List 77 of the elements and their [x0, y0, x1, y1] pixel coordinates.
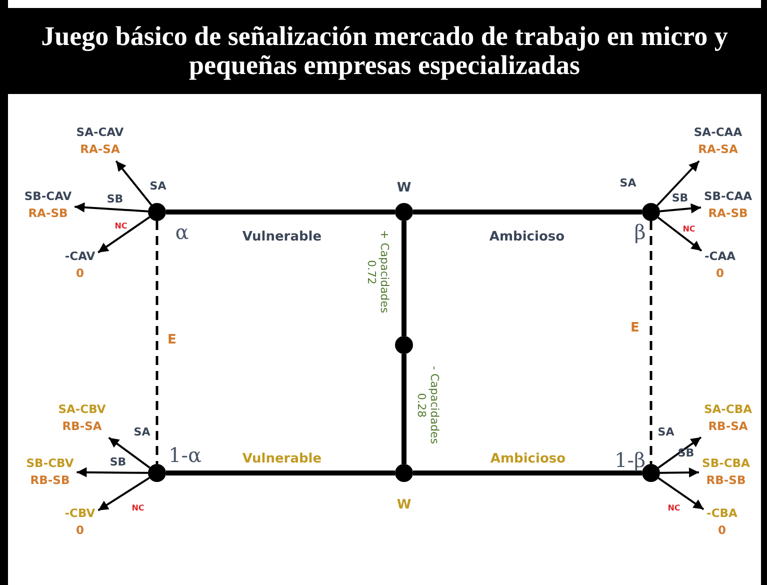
arrow: [658, 477, 704, 510]
edge-label: Vulnerable: [242, 452, 322, 466]
branch-line: [413, 470, 642, 476]
dashed-line: [156, 221, 158, 464]
payoff-value: RB-SB: [30, 472, 70, 489]
node-label: 1-β: [614, 448, 646, 472]
edge-label: SB: [678, 446, 694, 460]
payoff-value: SA-CAA: [694, 124, 742, 141]
node-label: 1-α: [168, 443, 202, 467]
branch-line: [402, 221, 406, 336]
payoff-value: SA-CBA: [704, 401, 752, 418]
edge-label: SA: [150, 180, 166, 192]
branch-line: [166, 210, 395, 214]
node-label: β: [634, 220, 646, 244]
arrow: [658, 216, 702, 252]
payoff-value: RA-SB: [28, 205, 68, 222]
payoff-value: -CAA: [704, 248, 736, 265]
payoff-value: SB-CBA: [702, 455, 750, 472]
payoff-value: 0: [76, 522, 84, 539]
edge-label: E: [168, 332, 176, 348]
payoff-value: SA-CBV: [58, 401, 106, 418]
edge-label: SB: [106, 192, 124, 206]
branch-line: [166, 470, 395, 476]
payoff-value: SB-CAA: [704, 188, 752, 205]
decision-node: [148, 464, 166, 482]
title: Juego básico de señalización mercado de trabajo en micro y pequeñas empresas especializadas: [8, 8, 761, 94]
arrow: [74, 202, 148, 212]
arrow: [115, 160, 152, 206]
payoff-value: 0: [76, 265, 84, 282]
edge-label: NC: [132, 504, 144, 512]
payoff-value: 0: [718, 522, 726, 539]
arrow: [658, 436, 702, 469]
arrow: [660, 468, 700, 478]
payoff-value: RB-SA: [62, 418, 102, 435]
payoff-value: -CBA: [706, 505, 738, 522]
payoff-value: -CBV: [64, 505, 96, 522]
edge-label: SB: [672, 192, 688, 204]
decision-node: [395, 464, 413, 482]
payoff-value: SA-CAV: [76, 124, 124, 141]
edge-label: SA: [134, 426, 150, 438]
edge-label: NC: [114, 222, 128, 230]
payoff-value: RB-SB: [706, 472, 746, 489]
edge-label: E: [630, 320, 640, 336]
edge-label: SA: [658, 426, 674, 438]
node-label: W: [396, 498, 412, 512]
payoff-value: SB-CBV: [26, 455, 74, 472]
arrow: [656, 160, 700, 206]
edge-label: NC: [682, 224, 696, 234]
node-label: α: [175, 220, 189, 244]
payoff-value: RB-SA: [708, 418, 748, 435]
edge-label: NC: [668, 504, 680, 512]
node-label: W: [396, 180, 412, 196]
edge-label: - Capacidades 0.28: [415, 365, 441, 446]
payoff-value: 0: [716, 265, 724, 282]
dashed-line: [650, 221, 652, 464]
arrow: [108, 436, 150, 468]
decision-node: [148, 203, 166, 221]
arrow: [660, 203, 702, 214]
arrow: [76, 467, 148, 478]
edge-label: Vulnerable: [242, 230, 322, 244]
payoff-value: RA-SA: [698, 141, 738, 158]
decision-node: [395, 336, 413, 354]
branch-line: [402, 354, 406, 464]
decision-node: [395, 203, 413, 221]
edge-label: SA: [620, 176, 636, 190]
edge-label: + Capacidades 0.72: [365, 229, 391, 316]
edge-label: Ambicioso: [490, 452, 566, 466]
arrow: [98, 216, 150, 254]
payoff-value: RA-SA: [80, 141, 120, 158]
arrow: [98, 476, 150, 512]
edge-label: SB: [110, 456, 126, 468]
decision-node: [642, 203, 660, 221]
payoff-value: RA-SB: [708, 205, 748, 222]
payoff-value: -CAV: [64, 248, 96, 265]
edge-label: Ambicioso: [489, 230, 565, 244]
payoff-value: SB-CAV: [24, 188, 72, 205]
branch-line: [413, 210, 642, 214]
